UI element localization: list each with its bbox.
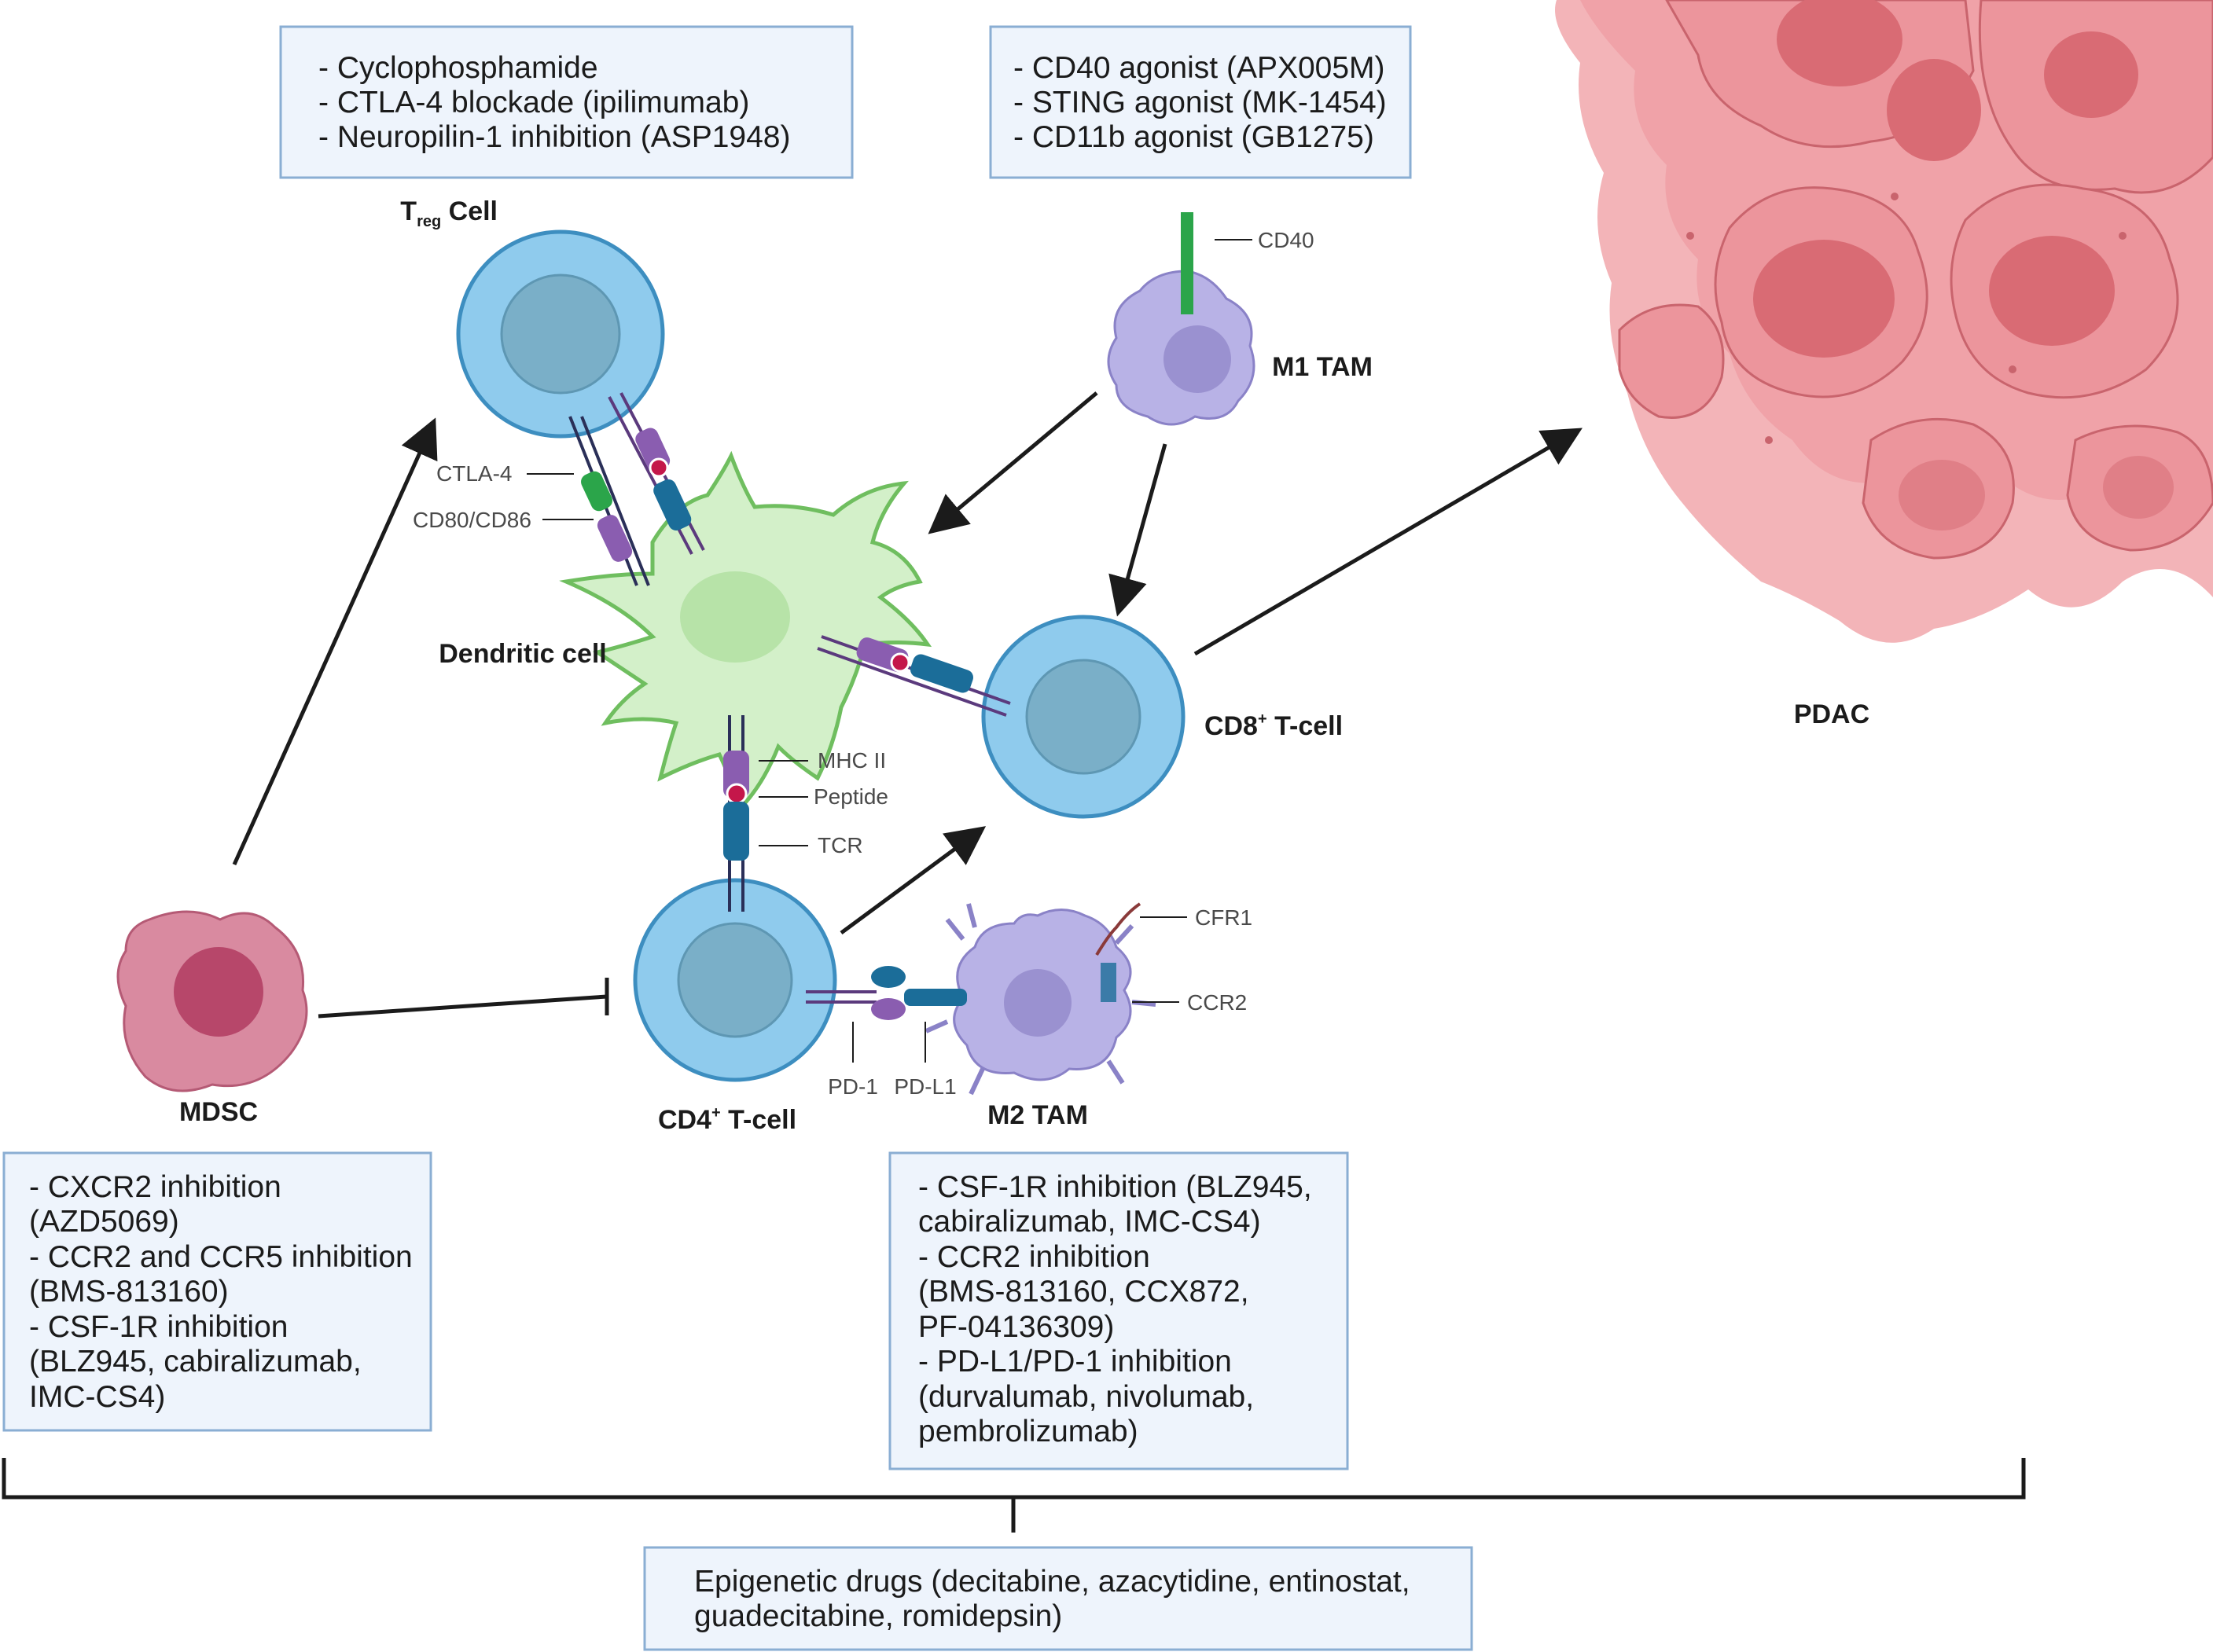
box-line: - CSF-1R inhibition (BLZ945,	[918, 1170, 1312, 1204]
cd40-label: CD40	[1258, 228, 1314, 252]
pd1-pdl1-checkpoint	[806, 966, 967, 1020]
cd4-label-tail: T-cell	[721, 1105, 796, 1135]
cd4-label: CD4+ T-cell	[658, 1104, 796, 1135]
box-line: (BMS-813160, CCX872,	[918, 1275, 1249, 1309]
box-line: cabiralizumab, IMC-CS4)	[918, 1205, 1261, 1239]
box-line: - Cyclophosphamide	[318, 51, 598, 85]
arrow-m1-to-dendritic	[928, 391, 1098, 534]
ctla4-label: CTLA-4	[436, 461, 512, 486]
tcr-label: TCR	[818, 833, 863, 857]
treg-label-main: T	[400, 196, 417, 226]
mdsc-cell	[116, 910, 308, 1092]
cd4-tcell	[633, 878, 837, 1082]
pdac-label: PDAC	[1794, 699, 1869, 729]
arrow-m1-to-cd8	[1108, 443, 1167, 617]
cd4-label-sup: +	[711, 1104, 721, 1122]
dc-cd8-receptors	[817, 635, 1011, 717]
dendritic-cell	[559, 450, 932, 813]
treg-dc-receptors	[568, 392, 705, 586]
m2-label: M2 TAM	[987, 1100, 1088, 1130]
arrows	[232, 391, 1583, 1019]
pd1-label: PD-1	[828, 1074, 878, 1099]
treg-label-sub: reg	[417, 213, 441, 230]
m1-tam-cell	[1107, 212, 1255, 426]
dendritic-label: Dendritic cell	[439, 639, 607, 669]
mdsc-label: MDSC	[179, 1097, 258, 1127]
box-line: pembrolizumab)	[918, 1415, 1138, 1448]
bracket	[2, 1458, 2026, 1533]
box-line: PF-04136309)	[918, 1310, 1114, 1344]
cd80-label: CD80/CD86	[413, 508, 531, 532]
ccr2-label: CCR2	[1187, 990, 1247, 1015]
box-line: - Neuropilin-1 inhibition (ASP1948)	[318, 120, 790, 154]
box-line: - CD11b agonist (GB1275)	[1013, 120, 1374, 154]
box-line: - CCR2 and CCR5 inhibition	[29, 1240, 413, 1274]
arrow-mdsc-to-treg	[232, 417, 438, 866]
box-line: - CTLA-4 blockade (ipilimumab)	[318, 86, 749, 119]
pdac-tumor	[1555, 0, 2213, 643]
cd8-label-tail: T-cell	[1267, 711, 1343, 741]
box-line: guadecitabine, romidepsin)	[694, 1599, 1062, 1633]
box-line: (AZD5069)	[29, 1205, 179, 1239]
m1-drugs-box: - CD40 agonist (APX005M) - STING agonist…	[989, 25, 1412, 179]
box-line: - CXCR2 inhibition	[29, 1170, 281, 1204]
box-line: - CD40 agonist (APX005M)	[1013, 51, 1385, 85]
cd8-label-sup: +	[1258, 710, 1267, 728]
cfr1-label: CFR1	[1195, 905, 1252, 930]
treg-cell	[456, 229, 665, 439]
box-line: (BLZ945, cabiralizumab,	[29, 1345, 362, 1379]
box-line: (BMS-813160)	[29, 1275, 229, 1309]
box-line: (durvalumab, nivolumab,	[918, 1380, 1254, 1414]
dc-cd4-receptors	[723, 715, 749, 912]
box-line: Epigenetic drugs (decitabine, azacytidin…	[694, 1565, 1410, 1599]
arrow-cd4-to-cd8	[840, 826, 987, 935]
cd8-tcell	[981, 615, 1186, 819]
m2-drugs-box: - CSF-1R inhibition (BLZ945, cabiralizum…	[888, 1151, 1349, 1470]
inhibit-mdsc-to-cd4	[318, 994, 608, 1019]
box-line: IMC-CS4)	[29, 1380, 165, 1414]
treg-label-tail: Cell	[441, 196, 498, 226]
cd8-label: CD8+ T-cell	[1204, 710, 1343, 741]
m2-tam-cell	[925, 902, 1156, 1096]
treg-drugs-box: - Cyclophosphamide - CTLA-4 blockade (ip…	[279, 25, 854, 179]
treg-label: Treg Cell	[400, 196, 498, 230]
cd8-label-main: CD8	[1204, 711, 1258, 741]
cd4-label-main: CD4	[658, 1105, 711, 1135]
mdsc-drugs-box: - CXCR2 inhibition (AZD5069) - CCR2 and …	[2, 1151, 432, 1432]
peptide-label: Peptide	[814, 784, 888, 809]
box-line: - CSF-1R inhibition	[29, 1310, 288, 1344]
arrow-cd8-to-pdac	[1193, 428, 1583, 656]
mhc-label: MHC II	[818, 748, 886, 773]
box-line: - CCR2 inhibition	[918, 1240, 1150, 1274]
m1-label: M1 TAM	[1272, 352, 1373, 382]
box-line: - STING agonist (MK-1454)	[1013, 86, 1387, 119]
box-line: - PD-L1/PD-1 inhibition	[918, 1345, 1232, 1379]
epigenetic-drugs-box: Epigenetic drugs (decitabine, azacytidin…	[643, 1546, 1473, 1651]
pdl1-label: PD-L1	[894, 1074, 956, 1099]
